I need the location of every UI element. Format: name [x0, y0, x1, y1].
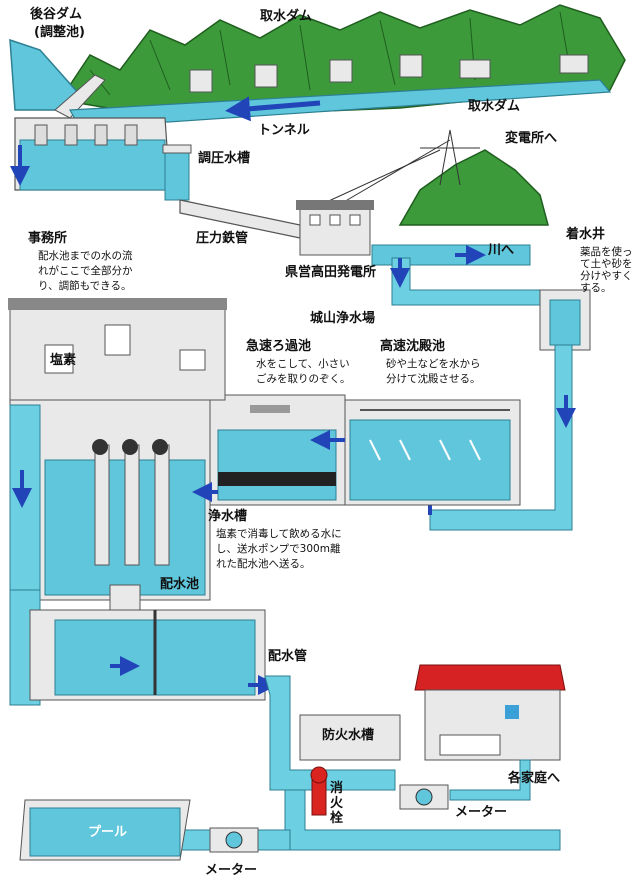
label-chlorine: 塩素 [50, 353, 77, 368]
fire-water-tank [299, 714, 401, 761]
label-fire-tank: 防火水槽 [322, 728, 375, 743]
label-meter-right: メーター [455, 805, 508, 820]
label-rapid-filter: 急速ろ過池 [246, 339, 312, 354]
power-line [319, 129, 480, 211]
pipe-well-to-sedimentation [429, 344, 573, 531]
label-distribution-reservoir: 配水池 [160, 577, 200, 592]
flow-arrow-channel [225, 96, 321, 122]
sedimentation-basin [339, 399, 521, 506]
label-intake-dam-right: 取水ダム [468, 99, 521, 114]
office-building [8, 298, 227, 401]
label-receiving-well: 着水井 [566, 227, 606, 242]
label-clear-well: 浄水槽 [208, 509, 248, 524]
distribution-reservoir-structure [29, 584, 266, 701]
label-office-desc-3: り、調節もできる。 [38, 280, 132, 292]
label-plant: 城山浄水場 [310, 311, 376, 326]
distribution-pipe [264, 675, 396, 791]
label-meter-bottom: メーター [205, 863, 258, 878]
label-sedimentation-desc-2: 分けて沈殿させる。 [386, 373, 481, 385]
label-clear-well-desc-3: れた配水池へ送る。 [216, 558, 311, 570]
label-tunnel: トンネル [258, 123, 310, 138]
label-surge-tank: 調圧水槽 [198, 151, 251, 166]
rapid-filter [209, 394, 346, 506]
fire-hydrant [310, 766, 328, 816]
label-ushiro-dam-sub: (調整池) [34, 25, 85, 40]
pipe-to-home [449, 759, 531, 801]
surge-tank [162, 144, 192, 201]
mountain-station [398, 149, 549, 226]
label-rapid-filter-desc-1: 水をこして、小さい [256, 358, 350, 370]
label-sedimentation: 高速沈殿池 [380, 339, 446, 354]
label-receiving-well-desc: 薬品を使って土や砂を分けやすくする。 [580, 246, 633, 295]
label-office: 事務所 [28, 231, 68, 246]
label-power-station: 県営高田発電所 [285, 265, 377, 280]
label-homes: 各家庭へ [508, 771, 561, 786]
house [414, 664, 566, 761]
label-intake-dam-top: 取水ダム [260, 9, 313, 24]
clear-well [9, 399, 211, 601]
label-rapid-filter-desc-2: ごみを取りのぞく。 [256, 373, 351, 385]
power-station-building [296, 200, 374, 256]
tunnel-structure [14, 117, 171, 191]
meter-right [399, 784, 449, 810]
label-pool: プール [88, 825, 128, 840]
ushiro-dam [9, 38, 106, 119]
label-office-desc-1: 配水池までの水の流 [38, 250, 133, 262]
receiving-well [539, 289, 591, 351]
intake-dams [189, 54, 589, 93]
label-clear-well-desc-1: 塩素で消毒して飲める水に [216, 528, 342, 540]
label-penstock: 圧力鉄管 [196, 231, 249, 246]
label-sedimentation-desc-1: 砂や土などを水から [386, 358, 481, 370]
label-river: 川へ [488, 243, 515, 258]
label-ushiro-dam: 後谷ダム [30, 7, 83, 22]
meter-bottom [209, 827, 259, 853]
label-substation: 変電所へ [505, 131, 558, 146]
label-office-desc-2: れがここで全部分か [38, 265, 133, 277]
label-distribution-pipe: 配水管 [268, 649, 308, 664]
label-hydrant: 消火栓 [330, 781, 344, 826]
pool [19, 799, 191, 861]
label-clear-well-desc-2: し、送水ポンプで300m離 [216, 543, 341, 555]
